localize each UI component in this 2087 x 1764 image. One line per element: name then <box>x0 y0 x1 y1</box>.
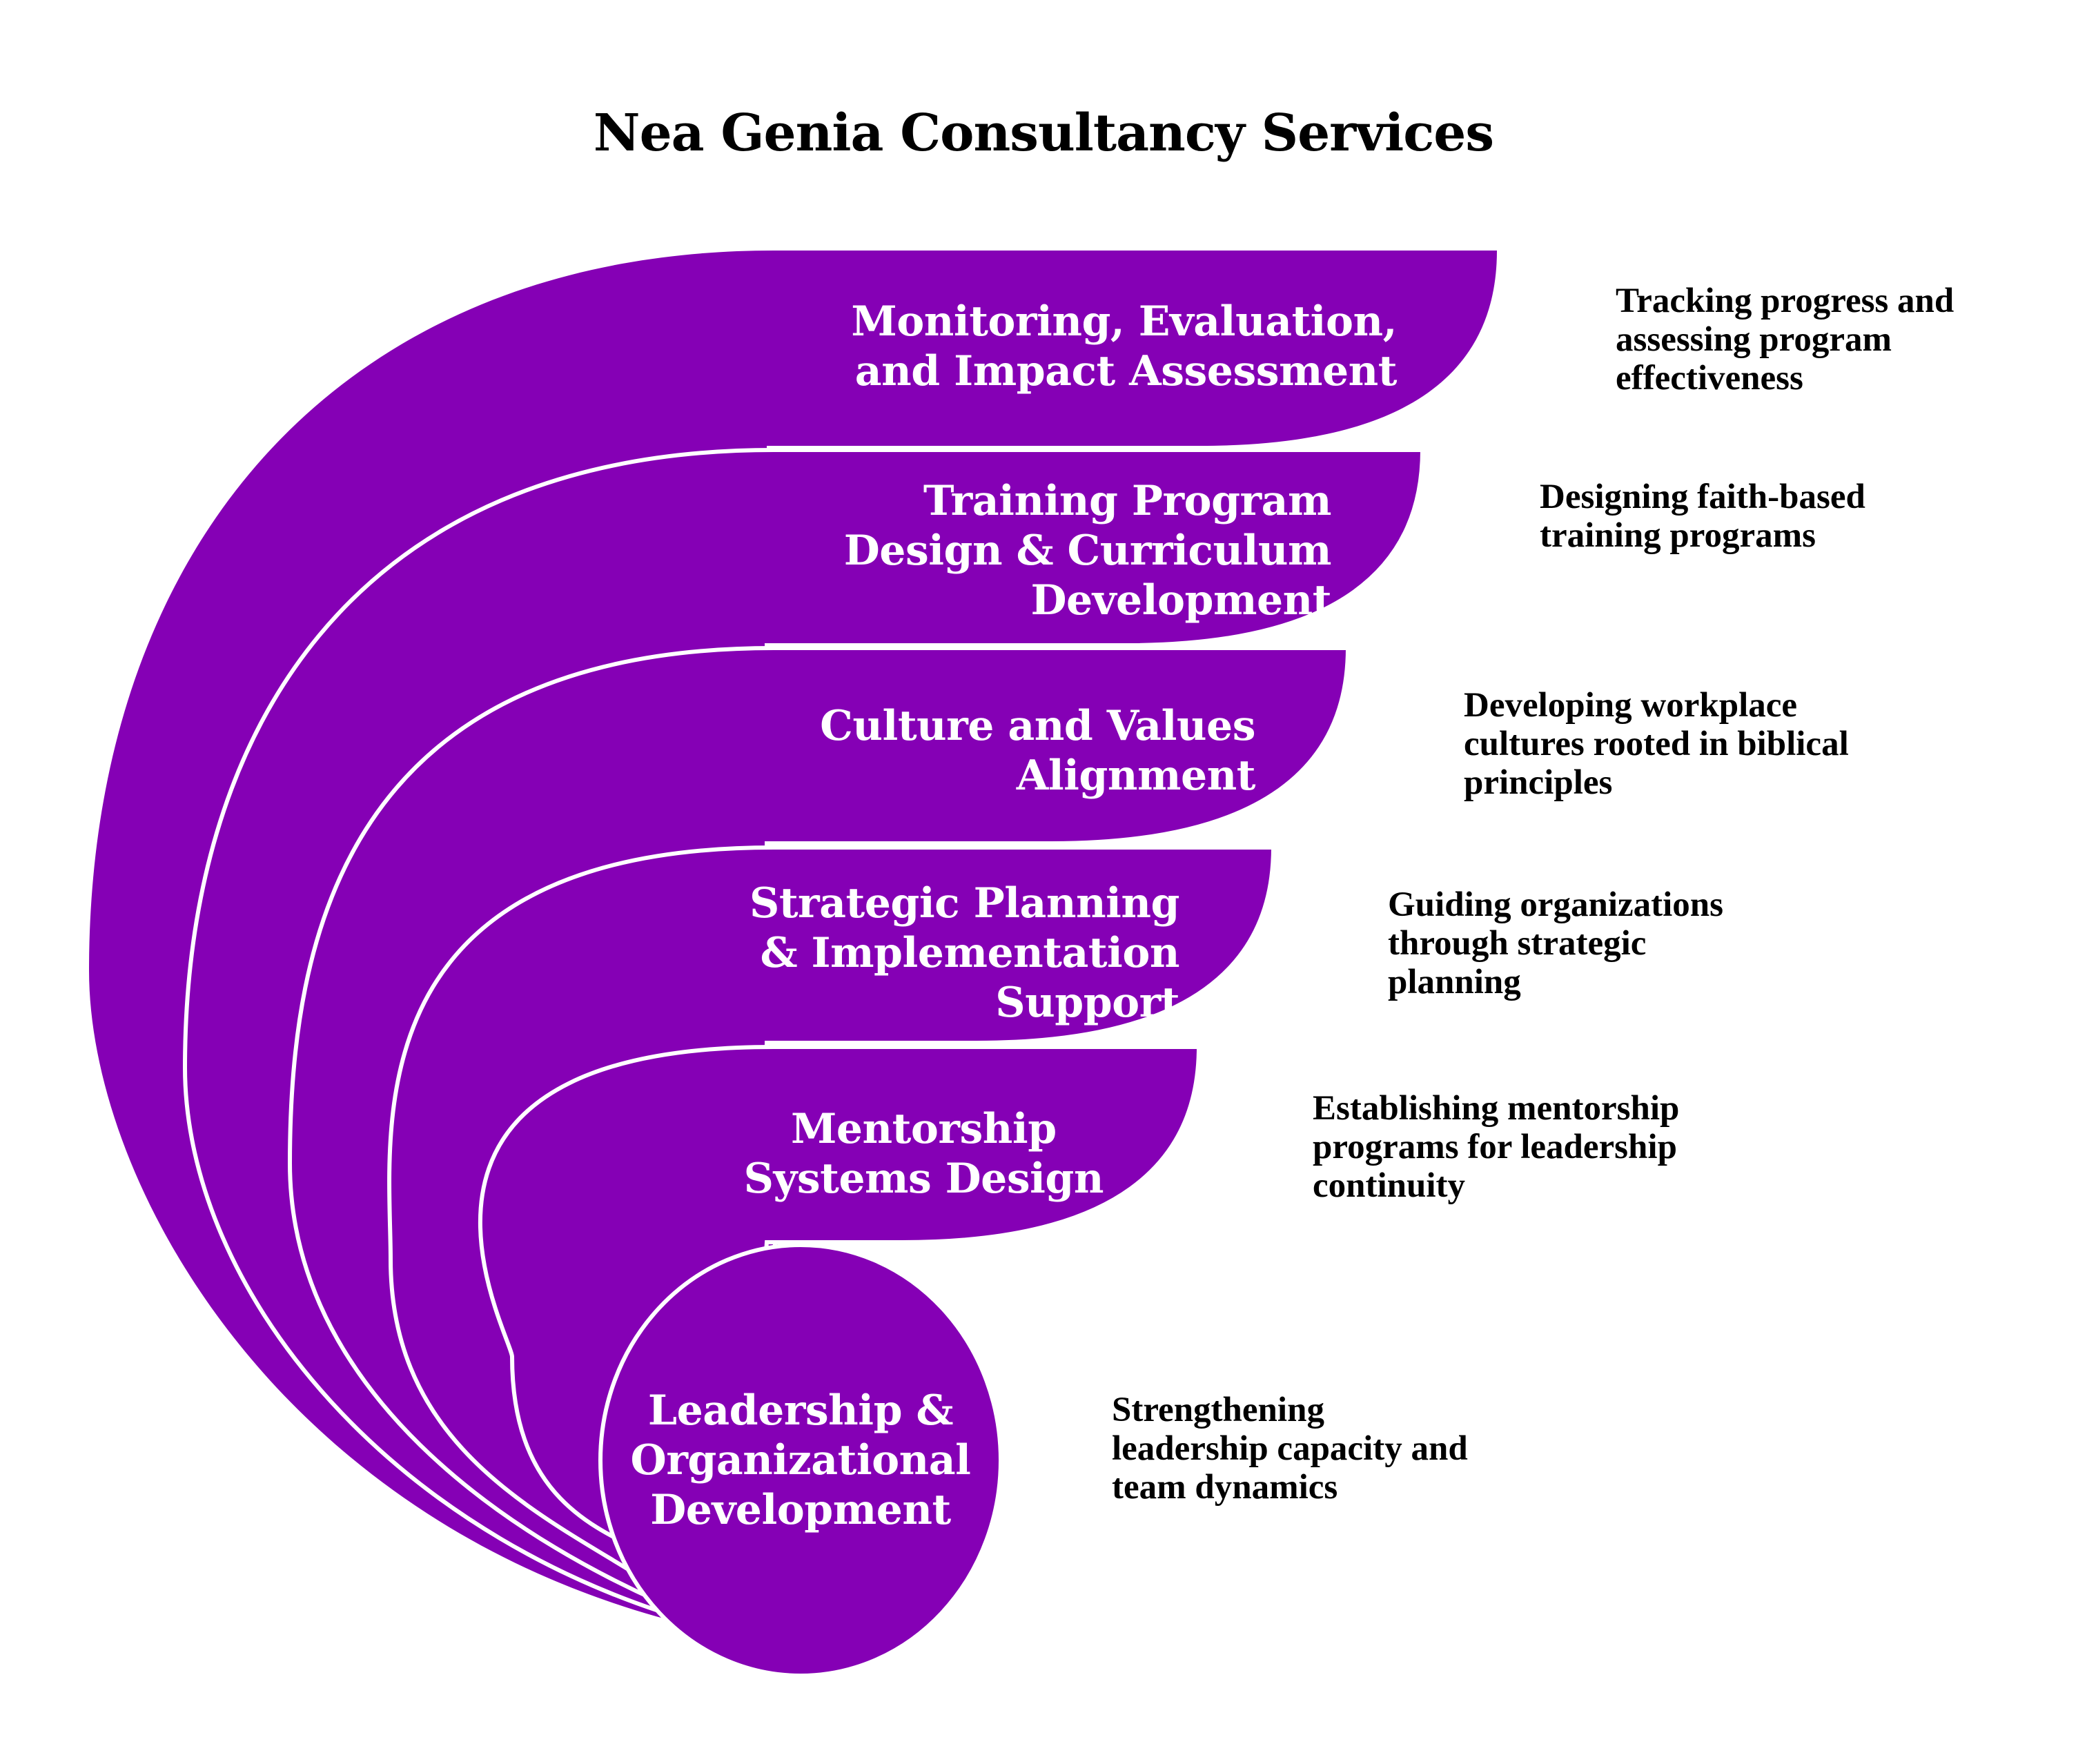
service-label-training: Training Program Design & Curriculum Dev… <box>843 477 1332 625</box>
service-label-strategic: Strategic Planning & Implementation Supp… <box>749 879 1180 1027</box>
service-description-training: Designing faith-based training programs <box>1540 478 1865 555</box>
service-description-leadership: Strengthening leadership capacity and te… <box>1112 1391 1468 1507</box>
page-title: Nea Genia Consultancy Services <box>593 104 1494 163</box>
service-label-monitoring: Monitoring, Evaluation, and Impact Asses… <box>851 297 1397 395</box>
service-label-mentorship: Mentorship Systems Design <box>743 1105 1104 1203</box>
service-description-monitoring: Tracking progress and assessing program … <box>1616 282 1954 398</box>
service-description-strategic: Guiding organizations through strategic … <box>1388 885 1724 1001</box>
service-circle-leadership <box>598 1243 1003 1678</box>
service-label-culture: Culture and Values Alignment <box>820 702 1255 800</box>
service-description-mentorship: Establishing mentorship programs for lea… <box>1313 1089 1680 1205</box>
service-description-culture: Developing workplace cultures rooted in … <box>1464 686 1849 802</box>
service-label-leadership: Leadership & Organizational Development <box>630 1386 971 1534</box>
